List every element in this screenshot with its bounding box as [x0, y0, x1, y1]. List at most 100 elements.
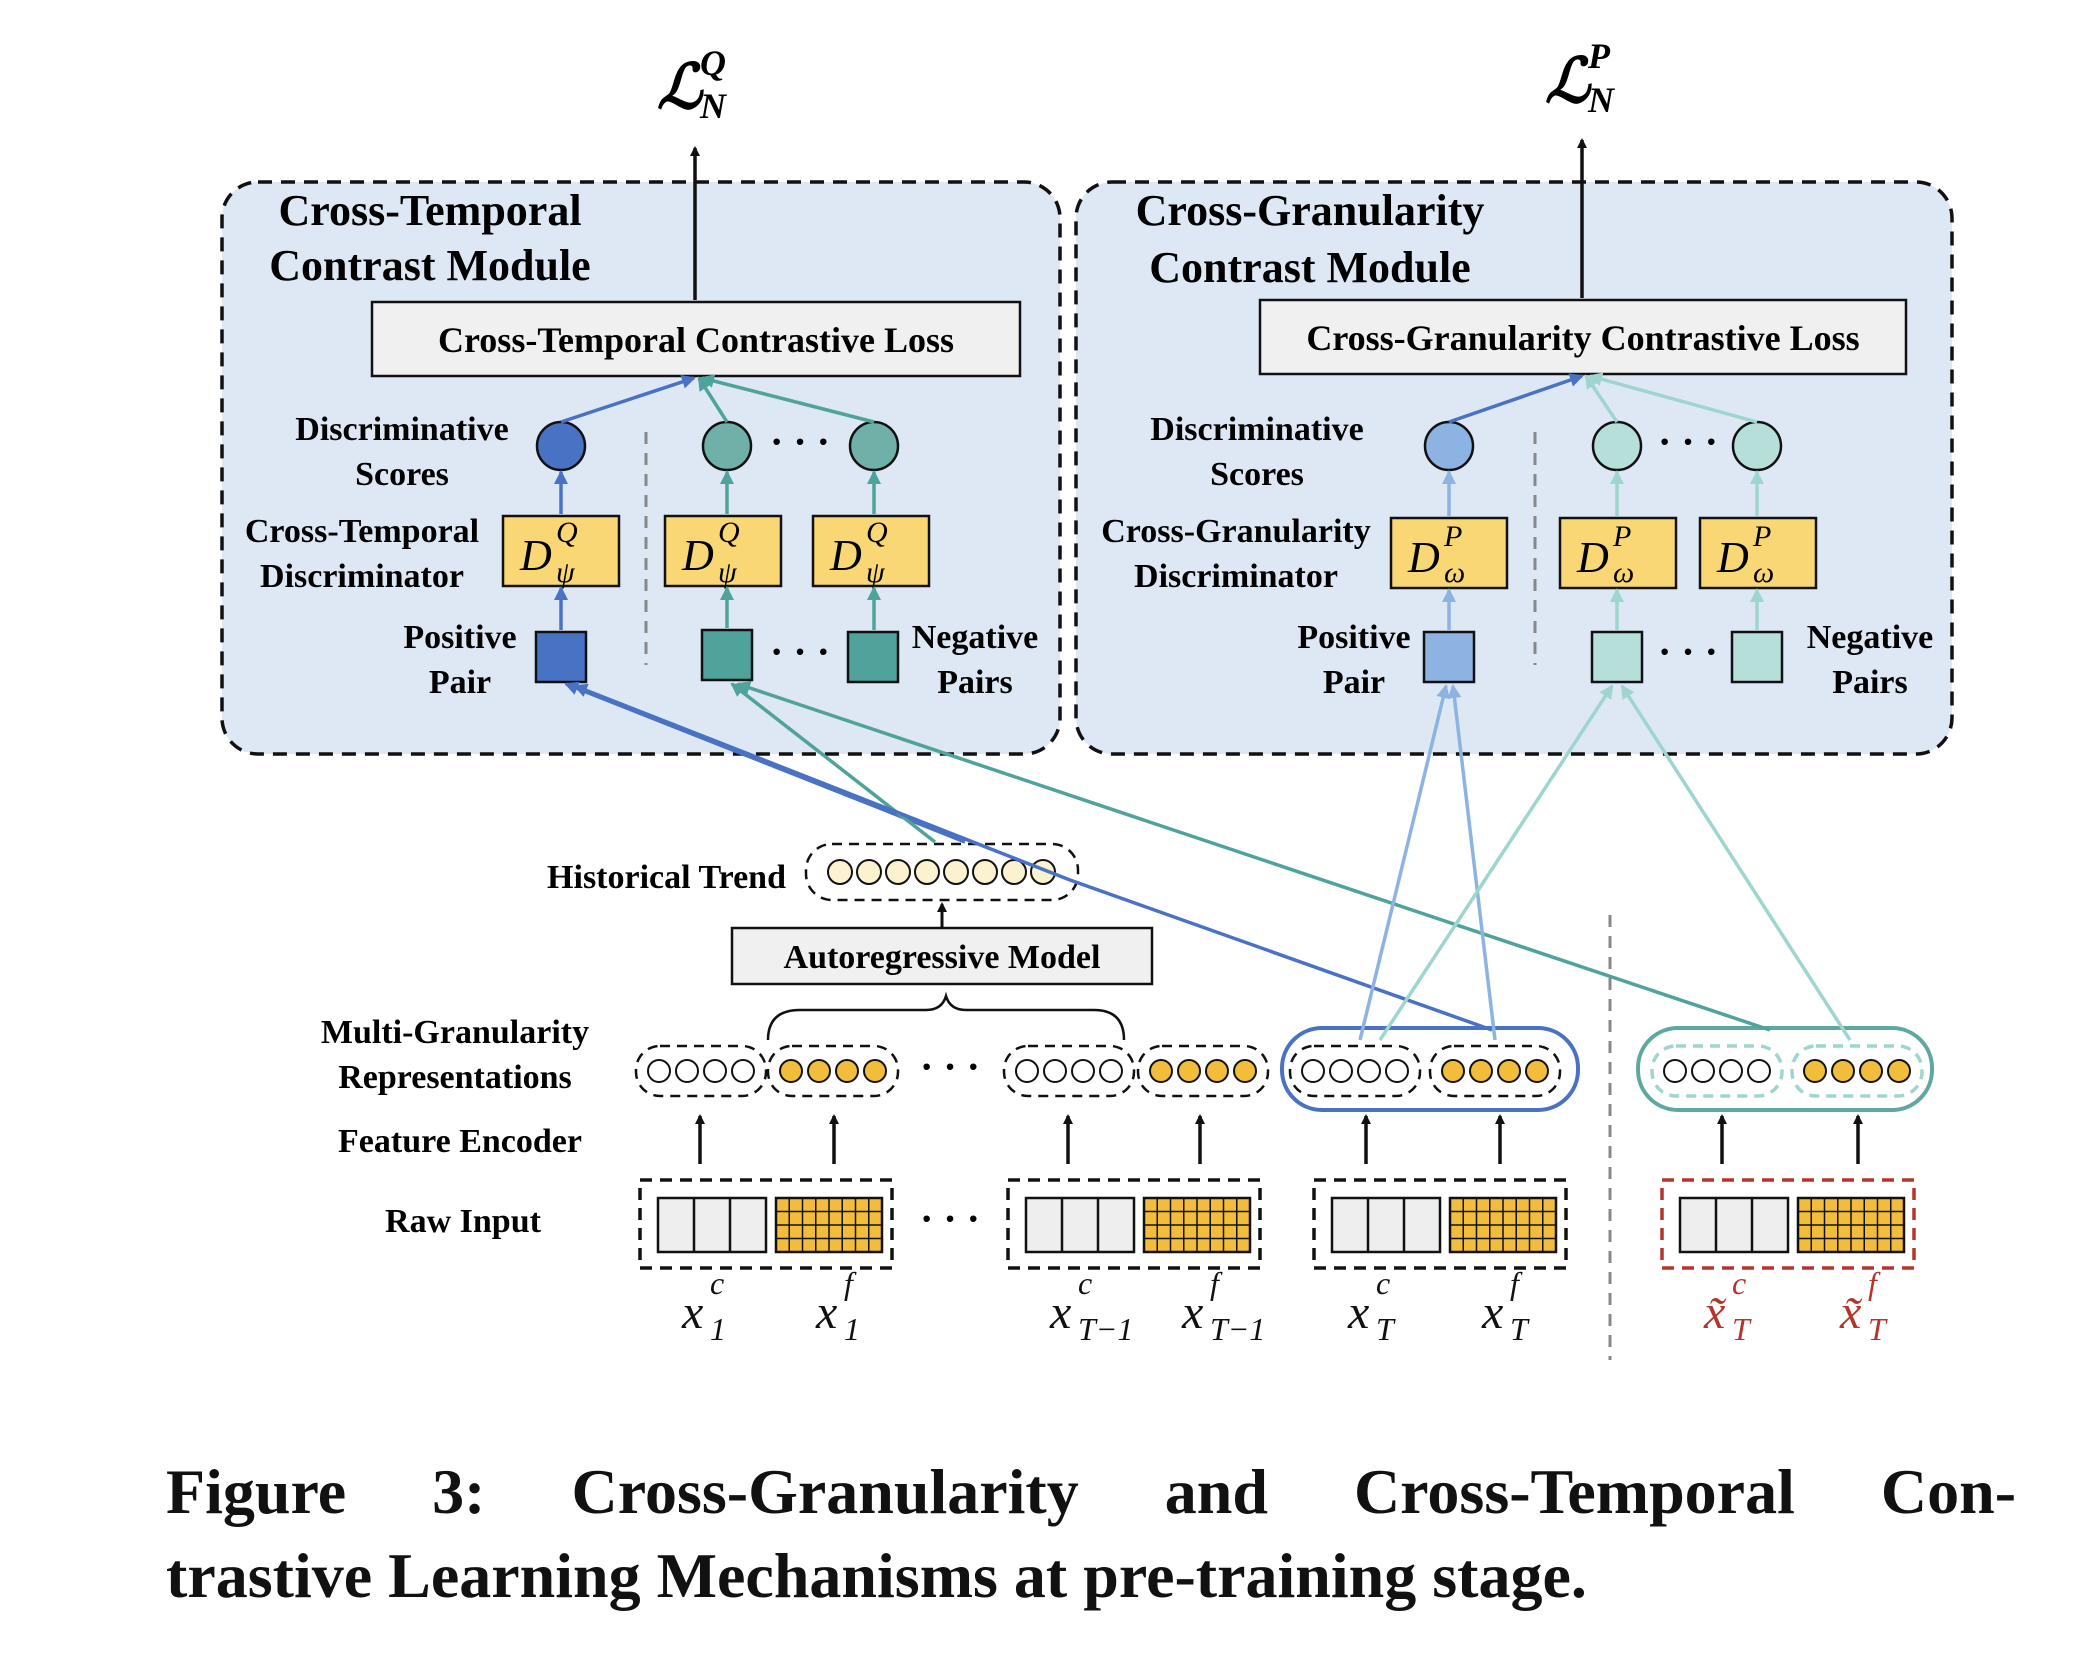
granularity-scores-label-line1: Discriminative — [1150, 411, 1363, 448]
temporal-disc-symbol-sup-3: Q — [866, 516, 888, 549]
input-label-base: x — [681, 1286, 703, 1339]
temporal-positive-score — [535, 420, 587, 472]
input-label-sub: T — [1732, 1311, 1752, 1347]
representation-unit — [1099, 1059, 1123, 1083]
temporal-pos-pair-label-line1: Positive — [403, 619, 516, 656]
coarse-representation-group — [1288, 1044, 1422, 1098]
granularity-pos-pair-label-line2: Pair — [1323, 664, 1385, 701]
representation-unit — [1663, 1059, 1687, 1083]
input-label-sup: c — [710, 1265, 724, 1301]
granularity-score-ellipsis: · · · — [1658, 419, 1718, 464]
input-label-base: x — [1347, 1286, 1369, 1339]
representation-unit — [1329, 1059, 1353, 1083]
representation-ellipsis: · · · — [920, 1044, 980, 1089]
input-label: xcT — [1347, 1265, 1396, 1347]
current-rep-to-temporal-pos-pair — [573, 683, 1493, 1032]
granularity-discriminator-negn — [1698, 516, 1818, 590]
granularity-disc-symbol-base-3: D — [1716, 533, 1749, 582]
historical-trend-unit — [827, 859, 853, 885]
coarse-representation-group — [1002, 1044, 1136, 1098]
representation-unit — [1441, 1059, 1465, 1083]
representation-unit — [1149, 1059, 1173, 1083]
cross-granularity-title-line1: Cross-Granularity — [1136, 186, 1485, 235]
input-label-base: x — [1481, 1286, 1503, 1339]
current-coarse-to-granularity-neg-pair — [1378, 684, 1614, 1041]
input-label-sub: T — [1868, 1311, 1888, 1347]
temporal-disc-symbol-base-1: D — [519, 531, 552, 580]
granularity-neg-pair-label-line1: Negative — [1807, 619, 1934, 656]
coarse-input-block — [1330, 1196, 1442, 1254]
loss-p-sup: P — [1587, 36, 1611, 76]
temporal-scores-label-line1: Discriminative — [295, 411, 508, 448]
granularity-pos-pair-label-line1: Positive — [1297, 619, 1410, 656]
input-label: x̃fT — [1839, 1265, 1888, 1347]
input-label-sub: T−1 — [1078, 1311, 1133, 1347]
loss-p-sub: N — [1587, 80, 1616, 120]
representation-unit — [1177, 1059, 1201, 1083]
feature-encoder-arrows — [695, 1114, 1863, 1164]
input-label: x̃cT — [1703, 1265, 1752, 1347]
input-label-base: x — [815, 1286, 837, 1339]
granularity-disc-symbol-base-2: D — [1576, 533, 1609, 582]
granularity-negative-score-n — [1731, 420, 1783, 472]
representation-unit — [1385, 1059, 1409, 1083]
cross-granularity-title-line2: Contrast Module — [1149, 243, 1470, 292]
representation-unit — [1497, 1059, 1521, 1083]
corrupted-rep-to-temporal-neg-pair — [736, 681, 1771, 1032]
fine-representation-group — [766, 1044, 900, 1098]
input-label-sup: c — [1732, 1265, 1746, 1301]
input-label-sup: f — [1210, 1265, 1223, 1301]
input-label-sub: 1 — [844, 1311, 860, 1347]
representation-unit — [1233, 1059, 1257, 1083]
temporal-disc-label-line1: Cross-Temporal — [245, 513, 479, 550]
caption-line1: Figure 3: Cross-Granularity and Cross-Te… — [166, 1456, 2016, 1527]
granularity-pair-ellipsis: · · · — [1658, 629, 1718, 674]
temporal-pos-score-to-loss — [560, 375, 696, 424]
input-label: xf1 — [815, 1265, 860, 1347]
input-label-base: x — [1049, 1286, 1071, 1339]
multi-granularity-label-line1: Multi-Granularity — [321, 1014, 589, 1051]
representation-unit — [1525, 1059, 1549, 1083]
representation-groups — [634, 1044, 1924, 1098]
representation-unit — [1691, 1059, 1715, 1083]
cross-granularity-loss-label: Cross-Granularity Contrastive Loss — [1306, 318, 1859, 358]
representation-unit — [675, 1059, 699, 1083]
temporal-scores-label-line2: Scores — [355, 456, 449, 493]
autoregressive-model-box — [730, 926, 1154, 986]
temporal-neg-pair-label-line2: Pairs — [937, 664, 1013, 701]
input-label-base: x̃ — [1839, 1286, 1862, 1339]
figure-caption: Figure 3: Cross-Granularity and Cross-Te… — [166, 1450, 2016, 1618]
multi-granularity-label-line2: Representations — [338, 1059, 572, 1096]
coarse-input-block — [1024, 1196, 1136, 1254]
granularity-disc-symbol-base-1: D — [1407, 533, 1440, 582]
representation-unit — [807, 1059, 831, 1083]
input-label-sup: c — [1376, 1265, 1390, 1301]
loss-q-sub: N — [699, 86, 728, 126]
caption-line2: trastive Learning Mechanisms at pre-trai… — [166, 1540, 1587, 1611]
granularity-disc-symbol-sub-1: ω — [1444, 556, 1465, 589]
historical-trend-unit — [972, 859, 998, 885]
granularity-disc-label-line1: Cross-Granularity — [1101, 513, 1370, 550]
granularity-negative-pair-n — [1730, 630, 1784, 684]
granularity-negn-score-to-loss — [1588, 372, 1758, 424]
representation-unit — [1071, 1059, 1095, 1083]
input-label-sub: T — [1376, 1311, 1396, 1347]
granularity-scores-label-line2: Scores — [1210, 456, 1304, 493]
representation-unit — [731, 1059, 755, 1083]
input-label-sub: T−1 — [1210, 1311, 1265, 1347]
temporal-positive-pair — [534, 630, 588, 684]
granularity-negative-pair-1 — [1590, 630, 1644, 684]
granularity-disc-symbol-sub-3: ω — [1753, 556, 1774, 589]
representation-unit — [835, 1059, 859, 1083]
temporal-negative-pair-1 — [700, 628, 754, 682]
cross-granularity-loss-box — [1258, 298, 1908, 376]
granularity-positive-pair — [1422, 630, 1476, 684]
representation-unit — [647, 1059, 671, 1083]
temporal-pos-pair-label-line2: Pair — [429, 664, 491, 701]
cross-temporal-loss-label: Cross-Temporal Contrastive Loss — [438, 320, 954, 360]
loss-q-symbol: ℒ Q N — [657, 43, 728, 126]
input-label-sup: f — [1868, 1265, 1881, 1301]
temporal-discriminator-pos — [501, 514, 621, 588]
